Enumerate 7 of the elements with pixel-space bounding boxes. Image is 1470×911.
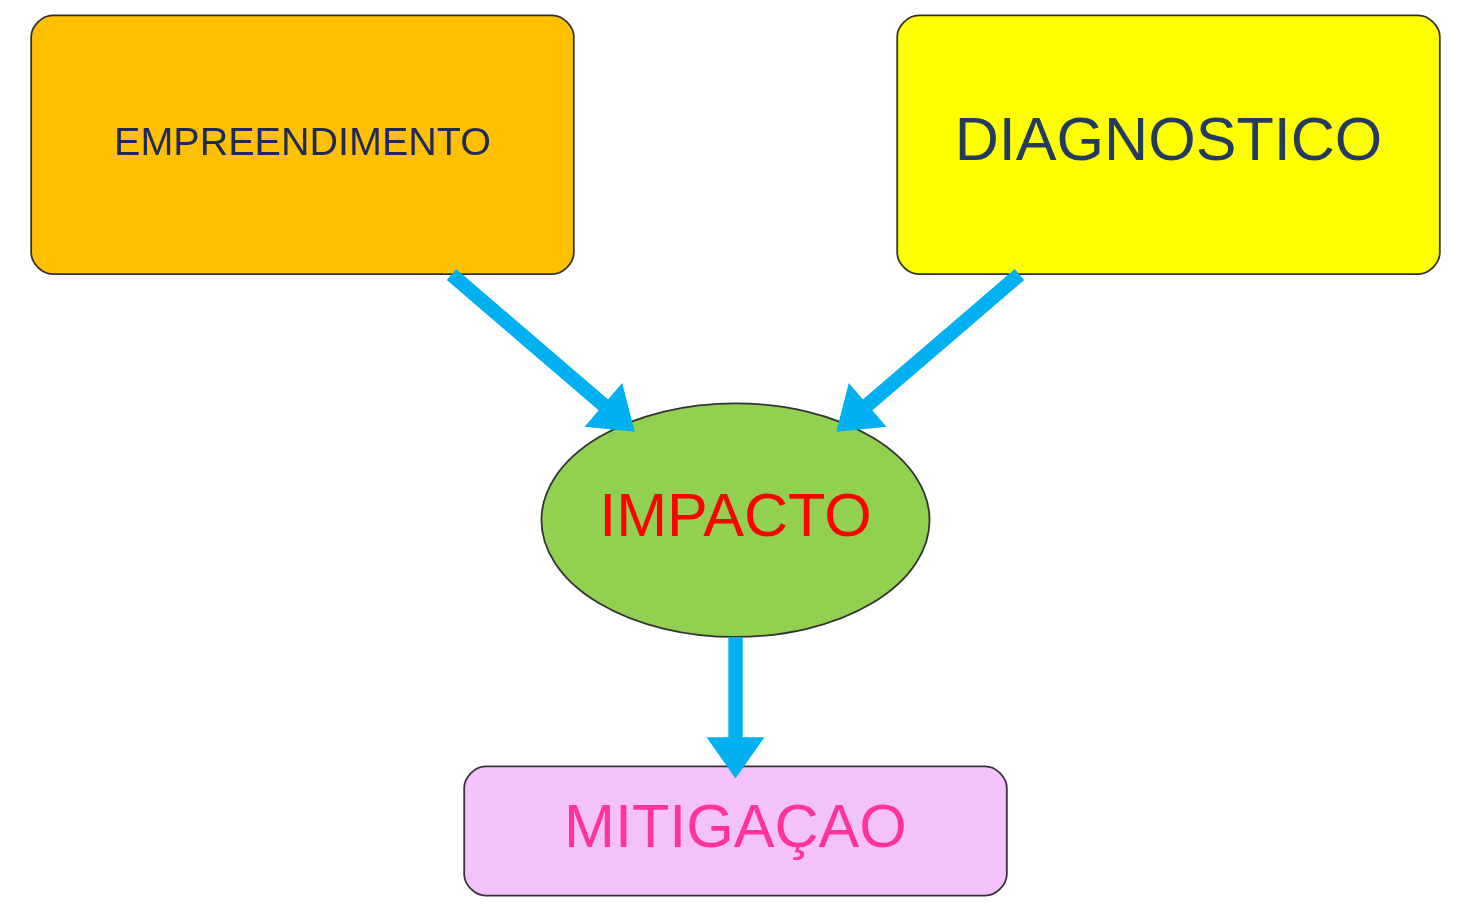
arrow	[835, 269, 1024, 432]
node-box: EMPREENDIMENTO	[29, 14, 575, 275]
node-box: MITIGAÇAO	[462, 765, 1008, 897]
arrow	[446, 269, 635, 432]
node-ellipse: IMPACTO	[540, 402, 930, 638]
arrow	[706, 637, 764, 779]
node-box: DIAGNOSTICO	[895, 14, 1441, 275]
